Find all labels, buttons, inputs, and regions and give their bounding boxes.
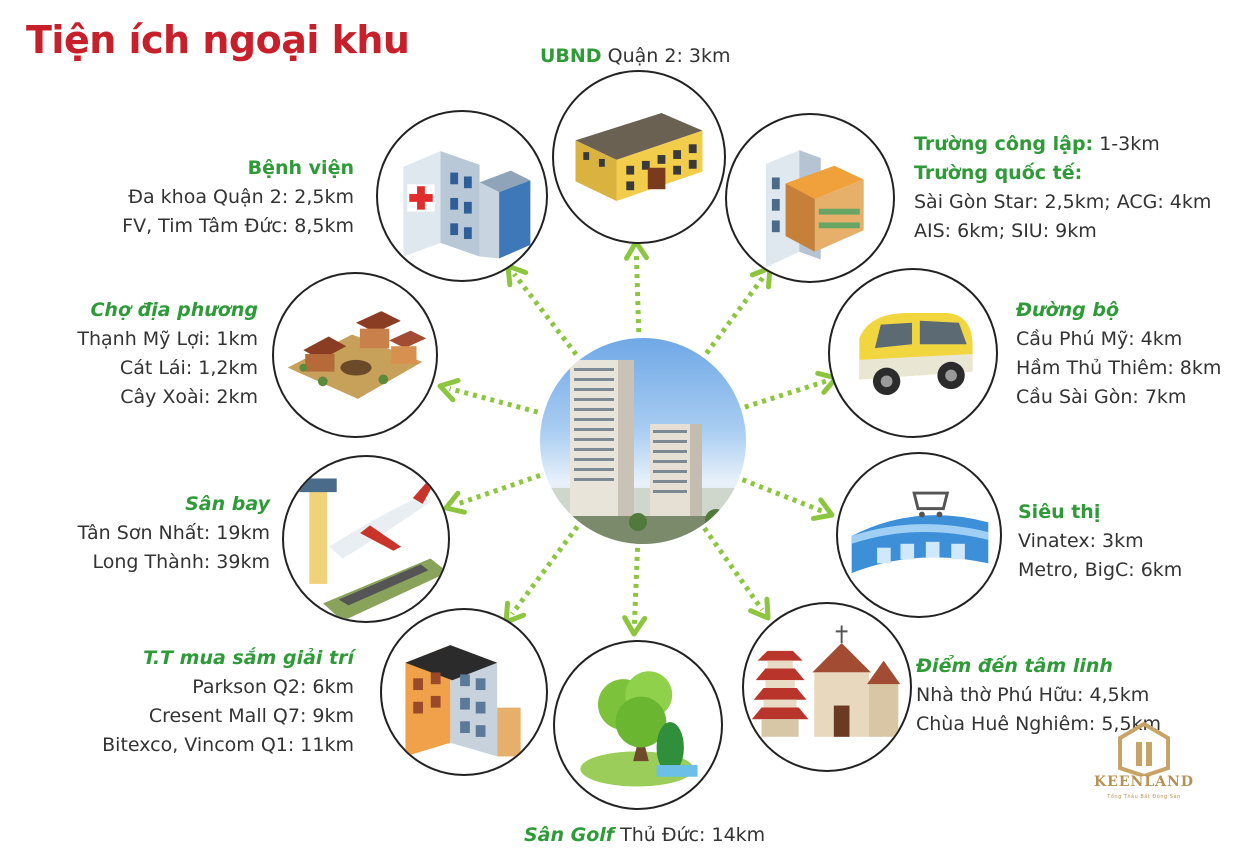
truong-line: Sài Gòn Star: 2,5km; ACG: 4km [914,191,1212,213]
golf-tree-icon [580,671,698,787]
duong-bo-heading: Đường bộ [1016,299,1120,321]
duong-bo-circle [828,268,998,438]
benh-vien-line: Đa khoa Quận 2: 2,5km [128,186,354,208]
mua-sam-heading: T.T mua sắm giải trí [143,647,354,669]
arrow-head [443,490,467,515]
benh-vien-heading: Bệnh viện [247,157,354,179]
san-bay-label: Sân bay Tân Sơn Nhất: 19km Long Thành: 3… [40,490,270,577]
ubnd-heading: UBND [540,45,602,67]
sieu-thi-line: Vinatex: 3km [1018,530,1144,552]
golf-circle [553,640,723,810]
truong-cong-lap-detail: 1-3km [1093,133,1160,155]
mua-sam-circle [380,608,548,776]
sieu-thi-line: Metro, BigC: 6km [1018,559,1183,581]
tam-linh-label: Điểm đến tâm linh Nhà thờ Phú Hữu: 4,5km… [916,652,1161,739]
truong-circle [725,113,895,283]
cho-line: Cát Lái: 1,2km [119,357,258,379]
dotted-arrow-line [633,251,642,333]
arrow-head [810,497,835,521]
sieu-thi-circle [836,452,1002,618]
duong-bo-line: Cầu Sài Gòn: 7km [1016,386,1187,408]
arrow-head [622,615,648,637]
sieu-thi-heading: Siêu thị [1018,501,1101,523]
cho-line: Cây Xoài: 2km [120,386,258,408]
tam-linh-line: Chùa Huê Nghiêm: 5,5km [916,713,1162,735]
pagoda-church-icon [751,625,901,737]
supermarket-icon [851,491,989,574]
dotted-arrow-line [449,386,539,415]
keenland-logo: KEENLAND Tổng Thầu Bất Động Sản [1092,720,1196,810]
tam-linh-heading: Điểm đến tâm linh [916,655,1113,677]
dotted-arrow-line [702,526,765,612]
dotted-arrow-line [631,547,641,625]
duong-bo-line: Hầm Thủ Thiêm: 8km [1016,357,1222,379]
ubnd-label: UBND Quận 2: 3km [540,42,730,71]
arrow-head [623,239,649,261]
market-icon [287,311,427,399]
cho-line: Thạnh Mỹ Lợi: 1km [77,328,258,350]
arrow-head [437,377,461,403]
logo-tagline: Tổng Thầu Bất Động Sản [1107,794,1181,800]
shopping-mall-icon [405,645,521,757]
duong-bo-label: Đường bộ Cầu Phú Mỹ: 4km Hầm Thủ Thiêm: … [1016,296,1221,412]
dotted-arrow-line [741,477,824,514]
van-icon [859,312,973,395]
mua-sam-line: Bitexco, Vincom Q1: 11km [102,734,354,756]
ubnd-detail: Quận 2: 3km [601,45,731,67]
arrow-head [748,596,771,621]
golf-detail: Thủ Đức: 14km [614,824,766,846]
truong-cong-lap-heading: Trường công lập: [914,133,1094,155]
cho-circle [272,272,438,438]
school-building-icon [766,150,864,268]
mua-sam-line: Parkson Q2: 6km [192,676,354,698]
san-bay-line: Long Thành: 39km [92,551,270,573]
truong-quoc-te-heading: Trường quốc tế: [914,162,1083,184]
dotted-arrow-line [512,272,579,356]
mua-sam-line: Cresent Mall Q7: 9km [148,705,354,727]
government-building-icon [575,113,703,201]
golf-label: Sân Golf Thủ Đức: 14km [524,821,765,850]
mua-sam-label: T.T mua sắm giải trí Parkson Q2: 6km Cre… [40,644,354,760]
dotted-arrow-line [744,378,828,410]
truong-line: AIS: 6km; SIU: 9km [914,220,1097,242]
keenland-emblem-icon [1118,721,1170,779]
benh-vien-line: FV, Tim Tâm Đức: 8,5km [122,215,354,237]
ubnd-circle [552,70,726,244]
sieu-thi-label: Siêu thị Vinatex: 3km Metro, BigC: 6km [1018,498,1182,585]
san-bay-heading: Sân bay [185,493,270,515]
san-bay-circle [282,455,450,623]
logo-name: KEENLAND [1094,774,1194,790]
hospital-icon [403,151,531,259]
dotted-arrow-line [454,473,541,508]
benh-vien-circle [376,110,548,282]
page-title: Tiện ích ngoại khu [26,18,410,62]
project-image [540,338,746,544]
cho-label: Chợ địa phương Thạnh Mỹ Lợi: 1km Cát Lái… [40,296,258,412]
golf-heading: Sân Golf [524,824,615,846]
san-bay-line: Tân Sơn Nhất: 19km [77,522,270,544]
dotted-arrow-line [704,274,767,355]
airplane-tower-icon [299,478,448,621]
benh-vien-label: Bệnh viện Đa khoa Quận 2: 2,5km FV, Tim … [40,154,354,241]
dotted-arrow-line [509,525,580,616]
cho-heading: Chợ địa phương [90,299,258,321]
duong-bo-line: Cầu Phú Mỹ: 4km [1016,328,1183,350]
tam-linh-circle [742,602,912,772]
truong-label: Trường công lập: 1-3km Trường quốc tế: S… [914,130,1211,246]
tam-linh-line: Nhà thờ Phú Hữu: 4,5km [916,684,1150,706]
